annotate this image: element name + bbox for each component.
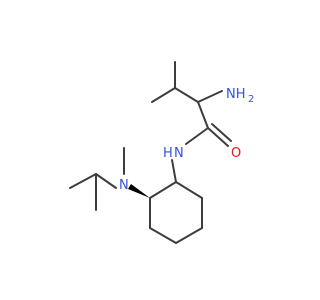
bond-calpha-cco bbox=[197, 101, 209, 129]
bond-ring-c1-c2 bbox=[149, 181, 177, 199]
amine-n-label: N bbox=[119, 178, 129, 193]
molecule-structure: NH 2 O N H N bbox=[69, 61, 254, 244]
bond-ring-c3-c4 bbox=[149, 227, 177, 244]
bond-ring-c4-c5 bbox=[175, 227, 203, 244]
bond-ch-calpha bbox=[174, 87, 199, 103]
bond-cco-nh bbox=[185, 127, 209, 145]
stereo-wedge-bond bbox=[128, 184, 150, 198]
nh2-label: NH bbox=[226, 87, 246, 102]
bond-cco-o-1 bbox=[207, 127, 229, 147]
atom-labels: NH 2 O N H N bbox=[119, 87, 254, 193]
bond-ch3b-ch bbox=[151, 87, 176, 103]
bond-nh-c1 bbox=[171, 159, 177, 183]
bond-calpha-nh2 bbox=[197, 90, 223, 103]
bond-ipr-ch3a bbox=[69, 173, 97, 189]
bonds bbox=[69, 61, 232, 244]
nh2-subscript: 2 bbox=[248, 94, 254, 105]
amide-n-label: N bbox=[174, 146, 184, 161]
bond-cco-o-2 bbox=[211, 123, 232, 142]
bond-n-ipr bbox=[95, 173, 117, 189]
bond-ring-c6-c1 bbox=[175, 181, 203, 199]
amide-h-label: H bbox=[163, 146, 173, 161]
carbonyl-o-label: O bbox=[231, 146, 241, 161]
